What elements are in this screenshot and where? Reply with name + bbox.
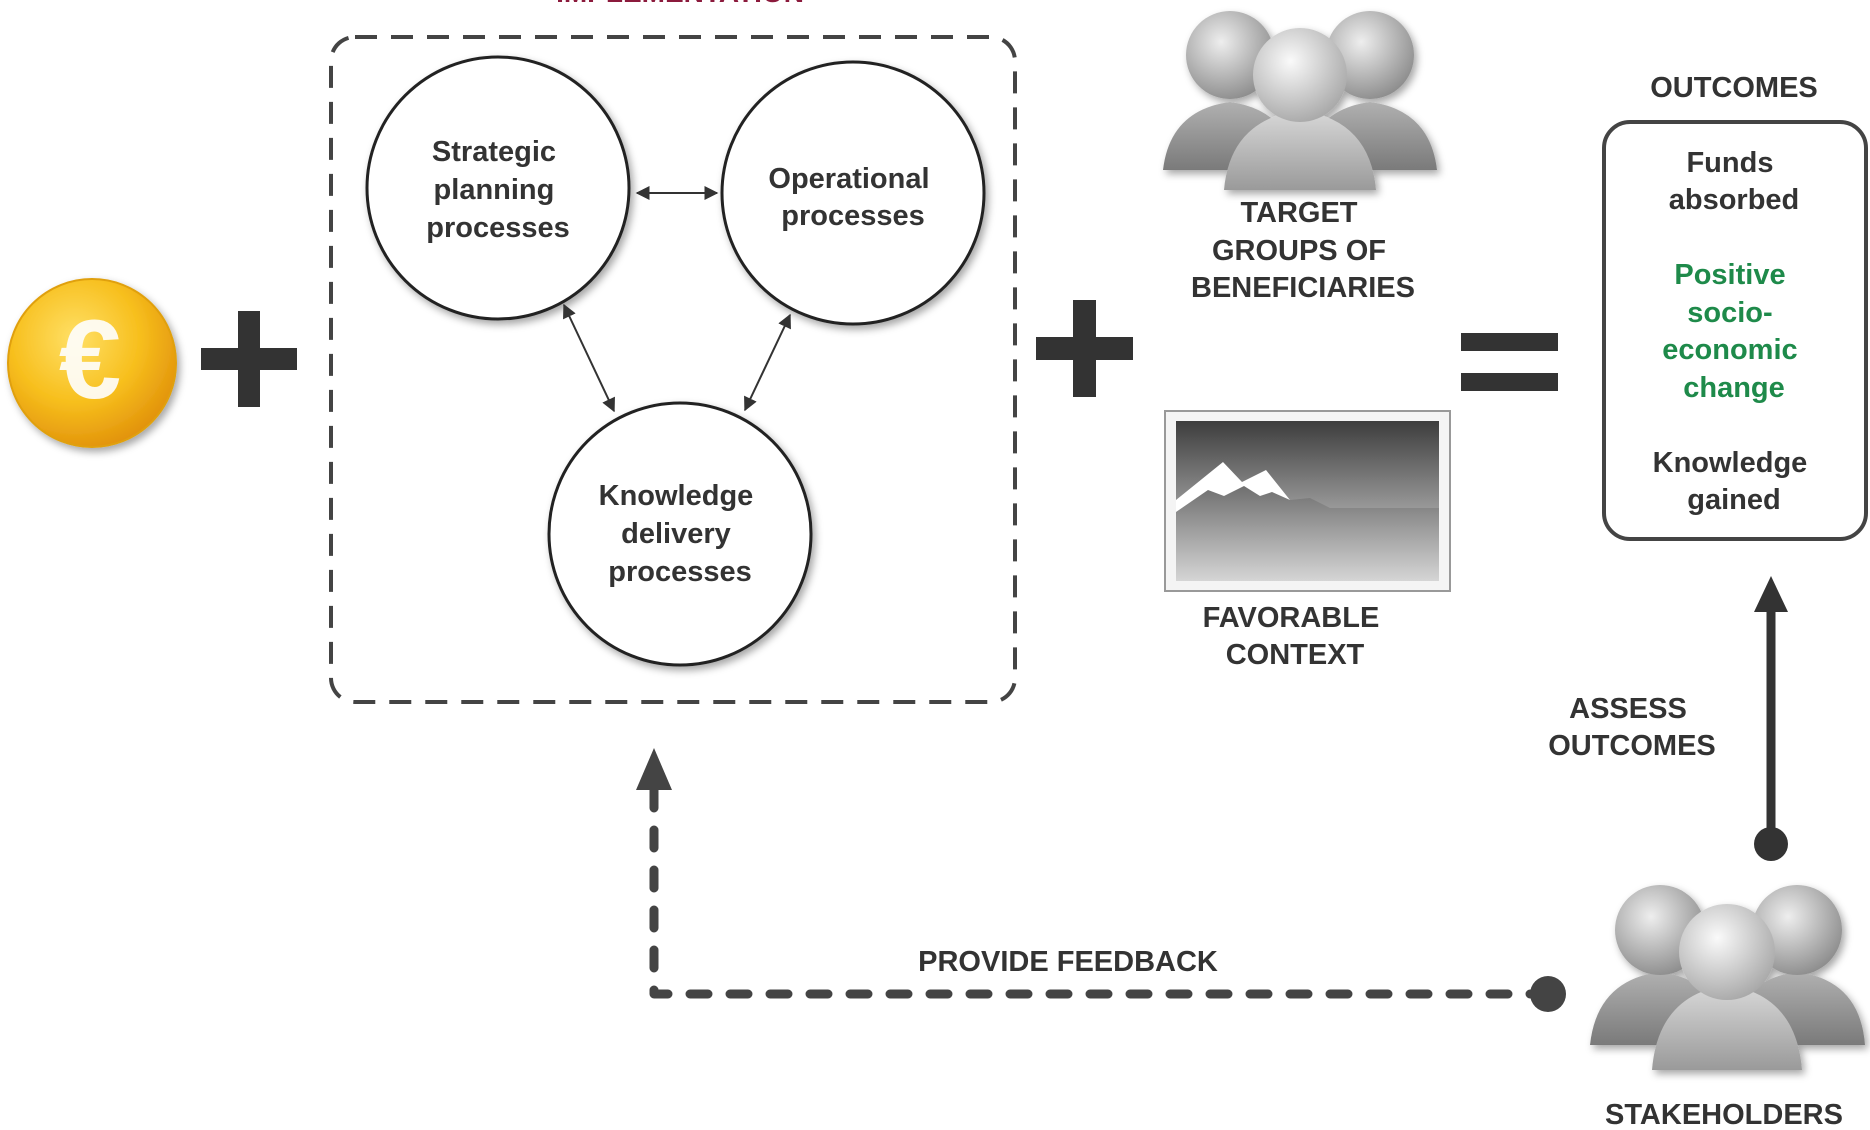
plus-operator-2 <box>1036 300 1133 397</box>
implementation-box <box>329 35 1017 704</box>
connector-strategic-knowledge <box>563 303 615 413</box>
outcome-change-line-3: economic <box>1662 334 1797 366</box>
outcome-knowledge-line-1: Knowledge <box>1653 447 1808 479</box>
context-line-1: FAVORABLE <box>1203 602 1380 634</box>
outcome-change-line-2: socio- <box>1687 297 1772 329</box>
node-knowledge-line-2: delivery <box>621 518 731 550</box>
svg-text:Operational processes: Operational processes <box>768 163 937 232</box>
outcome-knowledge-line-2: gained <box>1687 484 1780 516</box>
provide-feedback-label: PROVIDE FEEDBACK <box>918 946 1218 978</box>
outcome-funds: Funds absorbed <box>1669 147 1800 216</box>
node-strategic-line-1: Strategic <box>432 136 556 168</box>
node-operational-line-1: Operational <box>768 163 929 195</box>
favorable-context-label: FAVORABLE CONTEXT <box>1203 602 1388 671</box>
node-knowledge-line-1: Knowledge <box>599 480 754 512</box>
outcome-funds-line-2: absorbed <box>1669 184 1800 216</box>
implementation-header: IMPLEMENTATION <box>556 0 804 8</box>
outcome-change-line-1: Positive <box>1674 259 1785 291</box>
euro-symbol: € <box>59 297 121 422</box>
outcome-change-line-4: change <box>1683 372 1785 404</box>
assess-outcomes-label: ASSESS OUTCOMES <box>1548 693 1716 762</box>
node-strategic-planning: Strategic planning processes <box>365 55 631 321</box>
connector-operational-knowledge <box>744 313 791 412</box>
target-groups-label: TARGET GROUPS OF BENEFICIARIES <box>1191 197 1415 304</box>
outcomes-title: OUTCOMES <box>1650 72 1818 104</box>
target-groups-line-1: TARGET <box>1240 197 1357 229</box>
outcomes-box <box>1602 120 1868 541</box>
svg-text:Strategic planning: Strategic planning processes <box>426 136 570 244</box>
node-knowledge-line-3: processes <box>608 556 752 588</box>
assess-line-2: OUTCOMES <box>1548 730 1716 762</box>
target-groups-line-2: GROUPS OF <box>1212 235 1386 267</box>
outcome-change: Positive socio- economic change <box>1662 259 1805 404</box>
outcome-funds-line-1: Funds <box>1686 147 1773 179</box>
assess-outcomes-arrow <box>1754 576 1788 861</box>
target-groups-line-3: BENEFICIARIES <box>1191 272 1415 304</box>
svg-text:Knowledge delivery: Knowledge delivery processes <box>599 480 762 588</box>
node-operational: Operational processes <box>720 60 986 326</box>
people-group-icon <box>1163 11 1437 190</box>
plus-operator-1 <box>201 311 297 407</box>
node-strategic-line-2: planning <box>434 174 555 206</box>
context-line-2: CONTEXT <box>1226 639 1365 671</box>
assess-line-1: ASSESS <box>1569 693 1687 725</box>
stakeholders-label: STAKEHOLDERS <box>1605 1099 1843 1130</box>
stakeholders-people-icon <box>1590 885 1865 1070</box>
node-knowledge-delivery: Knowledge delivery processes <box>547 401 813 667</box>
landscape-picture-icon <box>1164 410 1451 592</box>
provide-feedback-arrow <box>636 748 1566 1012</box>
outcome-knowledge: Knowledge gained <box>1653 447 1816 516</box>
euro-coin-icon: € <box>7 278 177 448</box>
equals-operator <box>1461 333 1558 391</box>
node-strategic-line-3: processes <box>426 212 570 244</box>
node-operational-line-2: processes <box>781 200 925 232</box>
